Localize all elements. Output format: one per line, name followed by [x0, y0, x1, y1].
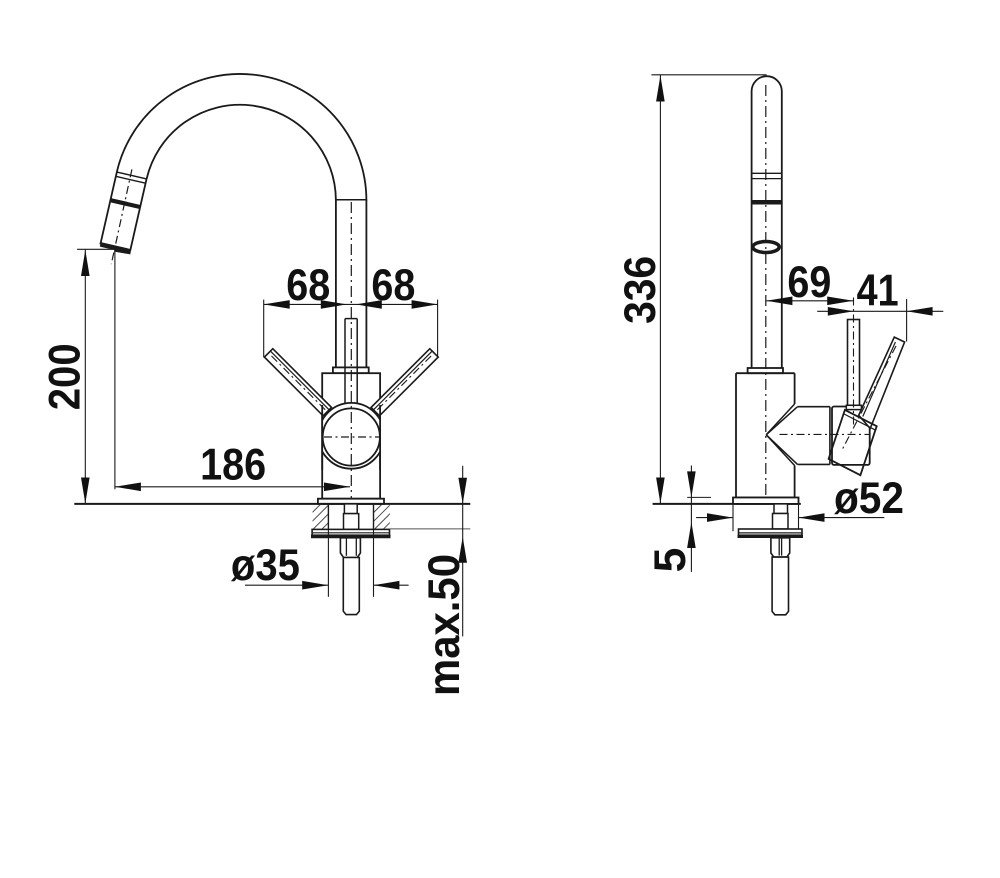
svg-text:ø52: ø52 [834, 474, 904, 523]
svg-text:186: 186 [200, 441, 266, 490]
svg-text:200: 200 [41, 343, 90, 410]
svg-text:ø35: ø35 [231, 541, 300, 590]
svg-text:336: 336 [616, 256, 665, 324]
svg-text:68: 68 [286, 261, 330, 310]
svg-text:max.50: max.50 [420, 554, 469, 696]
svg-text:68: 68 [371, 261, 415, 310]
svg-text:41: 41 [857, 267, 899, 316]
svg-text:69: 69 [787, 258, 831, 307]
svg-text:5: 5 [646, 548, 695, 573]
